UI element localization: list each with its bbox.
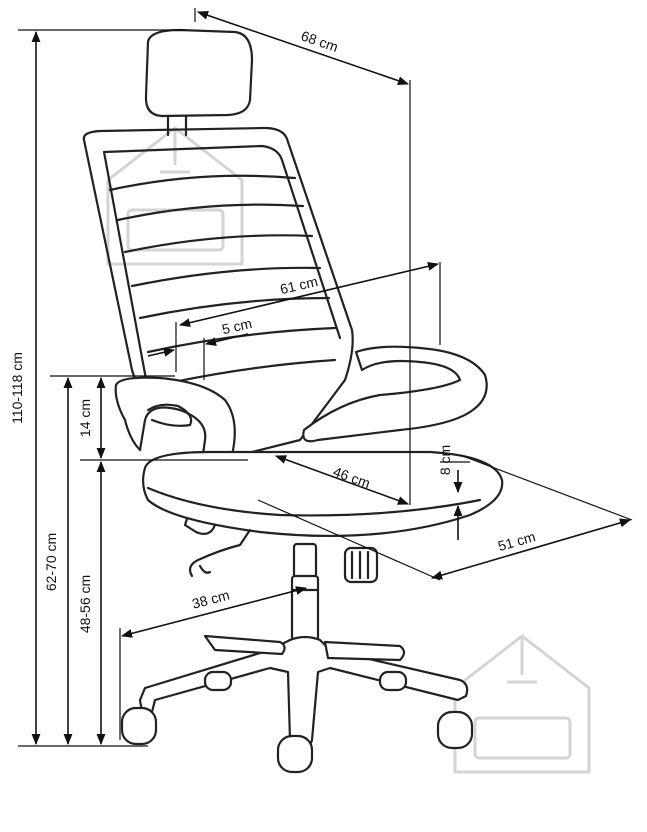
gas-lift-lower (290, 574, 320, 646)
seat-mechanism (188, 528, 252, 578)
chair-drawing (82, 28, 504, 774)
armrest-floor-height-label: 62-70 cm (43, 533, 59, 591)
armrest-right (302, 345, 488, 443)
star-base-back-leg (323, 640, 406, 662)
seat-thickness-label: 8 cm (437, 445, 453, 475)
armrest-height-label: 14 cm (77, 399, 93, 437)
seat-floor-height-label: 48-56 cm (77, 575, 93, 633)
backrest-frame (82, 126, 354, 457)
total-height-label: 110-118 cm (9, 352, 25, 424)
armrest-thickness-label: 5 cm (220, 315, 253, 337)
star-base-front-leg (203, 634, 286, 656)
caster-wheels (120, 670, 474, 774)
overall-depth-label: 68 cm (299, 28, 340, 56)
dimension-lines (18, 8, 633, 747)
gas-lift-upper (292, 542, 318, 580)
headrest (144, 28, 254, 118)
star-base (138, 635, 469, 754)
watermark-logo-bottom (453, 634, 591, 774)
base-radius-label: 38 cm (190, 587, 231, 612)
seat-width-label: 51 cm (496, 528, 537, 554)
headrest-post (166, 114, 188, 137)
